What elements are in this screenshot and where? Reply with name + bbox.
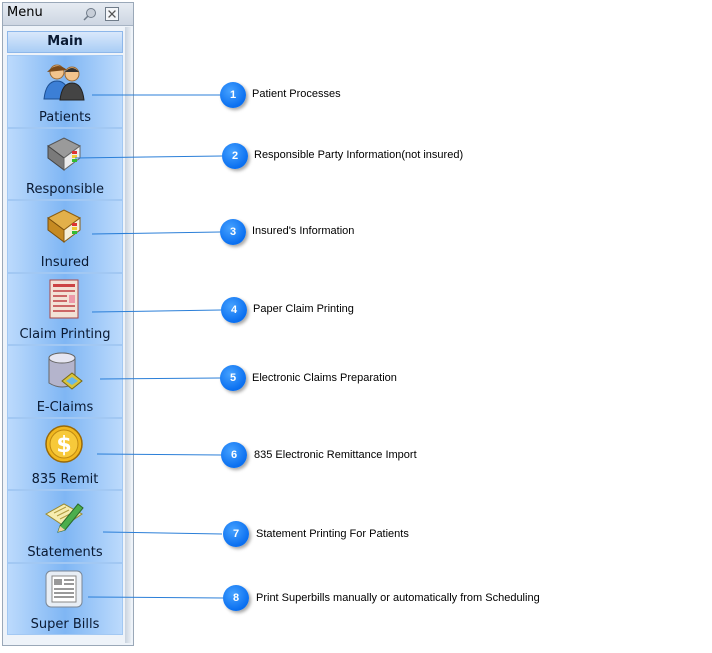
- callout-text-8: Print Superbills manually or automatical…: [256, 592, 540, 604]
- callout-badge-4: 4: [221, 297, 247, 323]
- menu-button-label: Insured: [40, 254, 90, 270]
- menu-titlebar: Menu: [3, 3, 133, 26]
- connector-line: [99, 377, 221, 380]
- pin-icon[interactable]: [83, 7, 97, 21]
- callout-badge-1: 1: [220, 82, 246, 108]
- callout-badge-6: 6: [221, 442, 247, 468]
- callout-text-4: Paper Claim Printing: [253, 303, 354, 315]
- claim-form-icon: [49, 279, 79, 318]
- callout-text-7: Statement Printing For Patients: [256, 528, 409, 540]
- callout-text-2: Responsible Party Information(not insure…: [254, 149, 464, 161]
- insured-button[interactable]: Insured: [7, 200, 123, 273]
- menu-button-label: Super Bills: [30, 617, 100, 632]
- dollar-coin-icon: $: [45, 424, 83, 463]
- close-icon[interactable]: [105, 7, 119, 21]
- callout-badge-2: 2: [222, 143, 248, 169]
- address-book-icon: [47, 136, 81, 171]
- menu-button-list: Patients Responsible I: [7, 55, 123, 635]
- database-icon: [48, 352, 83, 390]
- connector-line: [74, 155, 223, 159]
- statement-pencil-icon: [45, 503, 84, 533]
- menu-button-label: Statements: [27, 544, 103, 560]
- callout-text-1: Patient Processes: [252, 88, 341, 100]
- insured-book-icon: [47, 209, 81, 243]
- connector-line: [91, 309, 222, 313]
- menu-button-label: Claim Printing: [19, 327, 111, 342]
- menu-button-label: 835 Remit: [31, 472, 99, 487]
- menu-button-label: E-Claims: [36, 399, 94, 415]
- callout-badge-7: 7: [223, 521, 249, 547]
- callout-text-3: Insured's Information: [252, 225, 355, 237]
- superbill-icon: [45, 570, 83, 607]
- connector-line: [87, 596, 224, 599]
- connector-line: [91, 231, 221, 235]
- connector-line: [96, 453, 222, 456]
- callout-badge-3: 3: [220, 219, 246, 245]
- menu-button-label: Responsible: [26, 182, 104, 197]
- e-claims-button[interactable]: E-Claims: [7, 345, 123, 418]
- menu-button-label: Patients: [38, 109, 92, 125]
- callout-text-6: 835 Electronic Remittance Import: [254, 449, 417, 461]
- svg-text:$: $: [56, 433, 71, 458]
- panel-scrollbar[interactable]: [125, 27, 131, 643]
- menu-panel: Menu Main Patients: [2, 2, 134, 646]
- menu-title: Menu: [7, 5, 43, 20]
- patients-icon: [43, 64, 85, 101]
- claim-printing-button[interactable]: Claim Printing: [7, 272, 123, 345]
- section-header-main[interactable]: Main: [7, 31, 123, 53]
- callout-text-5: Electronic Claims Preparation: [252, 372, 397, 384]
- super-bills-button[interactable]: Super Bills: [7, 562, 123, 635]
- responsible-button[interactable]: Responsible: [7, 127, 123, 200]
- patients-button[interactable]: Patients: [7, 55, 123, 128]
- connector-line: [102, 531, 223, 535]
- callout-badge-8: 8: [223, 585, 249, 611]
- statements-button[interactable]: Statements: [7, 490, 123, 563]
- callout-badge-5: 5: [220, 365, 246, 391]
